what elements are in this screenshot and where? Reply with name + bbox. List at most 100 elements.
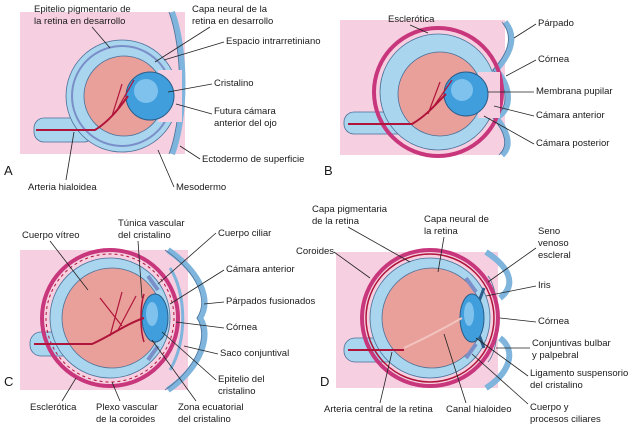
label-seno-venoso-1: Seno bbox=[538, 226, 560, 237]
label-capa-neural-d-1: Capa neural de bbox=[424, 214, 489, 225]
panel-d-lens-highlight bbox=[464, 302, 474, 326]
leader-ectodermo bbox=[179, 145, 201, 160]
leader-cuerpo-vitreo bbox=[49, 240, 89, 291]
leader-zona-ecuatorial bbox=[151, 339, 197, 402]
leader-canal-hialoideo bbox=[443, 333, 467, 404]
leader-camara-posterior bbox=[483, 115, 535, 145]
label-ectodermo: Ectodermo de superficie bbox=[202, 154, 304, 165]
leader-ligamento bbox=[475, 337, 529, 377]
leader-cornea-b bbox=[505, 59, 537, 77]
label-cuerpo-ciliar: Cuerpo ciliar bbox=[218, 228, 271, 239]
panel-d-choroid bbox=[365, 253, 495, 383]
panel-a-hyaloid-branch bbox=[111, 79, 135, 117]
label-cornea-c: Córnea bbox=[226, 322, 258, 333]
label-camara-posterior: Cámara posterior bbox=[536, 138, 609, 149]
label-futura-camara-2: anterior del ojo bbox=[214, 118, 277, 129]
label-parpados-fusionados: Párpados fusionados bbox=[226, 296, 316, 307]
panel-d-hyaloid-canal bbox=[403, 317, 463, 349]
leader-epitelio-pigmentario bbox=[91, 26, 111, 49]
panel-b-vessel-branch bbox=[427, 79, 453, 115]
label-epitelio-pigmentario-1: Epitelio pigmentario de bbox=[34, 4, 131, 15]
leader-cuerpo-ciliar bbox=[157, 232, 217, 285]
label-zona-ecuatorial-1: Zona ecuatorial bbox=[178, 402, 243, 413]
panel-d-ciliary-processes bbox=[464, 276, 478, 360]
label-cristalino-a: Cristalino bbox=[214, 78, 254, 89]
panel-c: C Cuerpo vítreo Túnica vascular del cris… bbox=[4, 218, 316, 425]
label-capa-neural-a-2: retina en desarrollo bbox=[192, 16, 273, 27]
label-futura-camara-1: Futura cámara bbox=[214, 106, 276, 117]
label-ligamento-1: Ligamento suspensorio bbox=[530, 368, 628, 379]
leader-arteria-hialoidea bbox=[65, 131, 75, 181]
panel-c-choroid-plexus bbox=[45, 253, 175, 383]
label-capa-neural-a-1: Capa neural de la bbox=[192, 4, 268, 15]
label-coroides: Coroides bbox=[296, 246, 334, 257]
label-tunica-vascular-1: Túnica vascular bbox=[118, 218, 185, 229]
leader-coroides bbox=[333, 251, 371, 279]
leader-futura-camara bbox=[175, 103, 213, 115]
panel-c-hyaloid-artery bbox=[34, 317, 145, 345]
panel-a-letter: A bbox=[4, 163, 13, 178]
label-mesodermo: Mesodermo bbox=[176, 182, 226, 193]
label-esclerotica-b: Esclerótica bbox=[388, 14, 435, 25]
leader-capa-neural-a bbox=[154, 26, 211, 63]
label-epitelio-cristalino-1: Epitelio del bbox=[218, 374, 264, 385]
label-canal-hialoideo: Canal hialoideo bbox=[446, 404, 512, 415]
label-camara-anterior-b: Cámara anterior bbox=[536, 110, 605, 121]
label-zona-ecuatorial-2: del cristalino bbox=[178, 414, 231, 425]
leader-mesodermo bbox=[157, 149, 175, 188]
panel-a-surface-ectoderm bbox=[169, 10, 186, 156]
panel-c-ciliary-body bbox=[146, 274, 160, 362]
label-plexo-vascular-2: de la coroides bbox=[96, 414, 155, 425]
leader-esclerotica-b bbox=[409, 24, 429, 34]
label-iris: Iris bbox=[538, 280, 551, 291]
label-cornea-d: Córnea bbox=[538, 316, 570, 327]
leader-arteria-central bbox=[379, 351, 393, 404]
panel-c-sclera bbox=[40, 248, 180, 388]
panel-c-letter: C bbox=[4, 374, 13, 389]
label-cuerpo-procesos-1: Cuerpo y bbox=[530, 402, 569, 413]
label-conjuntivas-1: Conjuntivas bulbar bbox=[532, 338, 611, 349]
label-plexo-vascular-1: Plexo vascular bbox=[96, 402, 158, 413]
panel-d-sclera bbox=[360, 248, 500, 388]
leader-espacio-intrarretiniano bbox=[163, 41, 225, 61]
label-esclerotica-c: Esclerótica bbox=[30, 402, 77, 413]
leader-cornea-c bbox=[175, 321, 225, 329]
leader-capa-pigmentaria bbox=[347, 226, 411, 263]
leader-esclerotica-c bbox=[61, 377, 77, 402]
leader-iris bbox=[485, 285, 537, 297]
leader-seno-venoso bbox=[487, 247, 537, 283]
leader-cristalino-a bbox=[167, 83, 213, 93]
label-membrana-pupilar: Membrana pupilar bbox=[536, 86, 613, 97]
label-camara-anterior-c: Cámara anterior bbox=[226, 264, 295, 275]
leader-parpado bbox=[513, 23, 537, 39]
panel-b: B Esclerótica Párpado Córnea Membrana pu… bbox=[324, 14, 613, 178]
label-saco-conjuntival: Saco conjuntival bbox=[220, 348, 289, 359]
panel-b-lens-highlight bbox=[451, 79, 473, 101]
label-cuerpo-vitreo: Cuerpo vítreo bbox=[22, 230, 80, 241]
panel-c-lens-highlight bbox=[146, 302, 158, 326]
label-parpado: Párpado bbox=[538, 18, 574, 29]
label-capa-pigmentaria-2: de la retina bbox=[312, 216, 360, 227]
panel-a-lens-highlight bbox=[134, 79, 158, 103]
leader-cornea-d bbox=[499, 317, 537, 323]
panel-d-eyelids bbox=[484, 249, 513, 391]
leader-cuerpo-procesos bbox=[471, 353, 529, 405]
panel-d-letter: D bbox=[320, 374, 329, 389]
label-epitelio-pigmentario-2: la retina en desarrollo bbox=[34, 16, 125, 27]
label-seno-venoso-2: venoso bbox=[538, 238, 569, 249]
leader-parpados-fusionados bbox=[203, 301, 225, 305]
panel-a-white-gap bbox=[185, 12, 195, 154]
label-capa-pigmentaria-1: Capa pigmentaria bbox=[312, 204, 388, 215]
panel-a: A Epitelio pigmentario de la retina en d… bbox=[4, 4, 321, 193]
leader-plexo-vascular bbox=[111, 381, 121, 402]
label-arteria-central: Arteria central de la retina bbox=[324, 404, 433, 415]
leader-camara-anterior-b bbox=[493, 105, 535, 117]
label-capa-neural-d-2: la retina bbox=[424, 226, 459, 237]
leader-saco-conjuntival bbox=[183, 345, 219, 355]
panel-c-eyelid-outline bbox=[164, 249, 202, 391]
panel-b-letter: B bbox=[324, 163, 333, 178]
panel-c-vessel-branches bbox=[99, 291, 137, 337]
leader-capa-neural-d bbox=[437, 236, 445, 273]
label-arteria-hialoidea: Arteria hialoidea bbox=[28, 182, 97, 193]
panel-b-eyelid-cornea bbox=[491, 20, 515, 158]
